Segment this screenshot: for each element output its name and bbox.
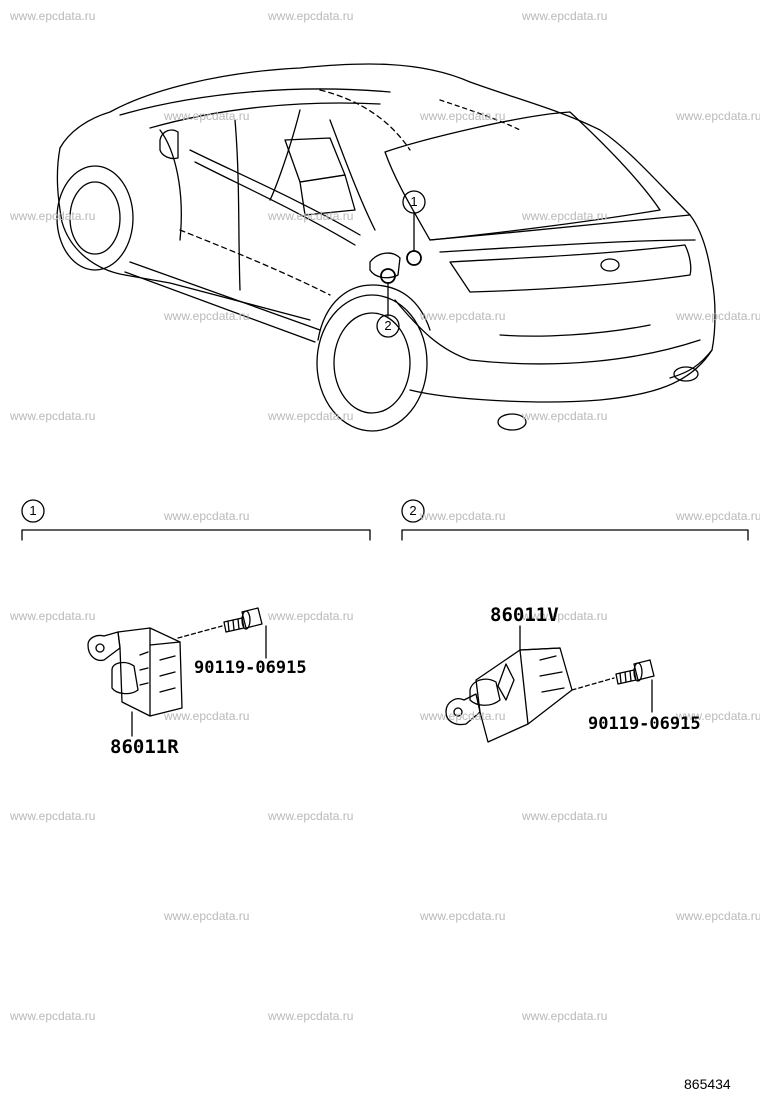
watermark-text: www.epcdata.ru xyxy=(268,1009,354,1023)
section-2-frame xyxy=(401,499,749,541)
watermark-text: www.epcdata.ru xyxy=(522,1009,608,1023)
watermark-text: www.epcdata.ru xyxy=(10,609,96,623)
watermark-text: www.epcdata.ru xyxy=(522,9,608,23)
watermark-text: www.epcdata.ru xyxy=(10,9,96,23)
watermark-text: www.epcdata.ru xyxy=(420,709,506,723)
part-number-86011v[interactable]: 86011V xyxy=(490,604,559,626)
watermark-text: www.epcdata.ru xyxy=(522,609,608,623)
watermark-text: www.epcdata.ru xyxy=(676,109,760,123)
bolt-90119-06915-a xyxy=(223,607,263,633)
part-number-bolt-a[interactable]: 90119-06915 xyxy=(194,658,307,678)
sensor-86011v-drawing xyxy=(445,647,615,743)
section-1-frame xyxy=(21,499,371,541)
watermark-text: www.epcdata.ru xyxy=(268,9,354,23)
watermark-text: www.epcdata.ru xyxy=(164,109,250,123)
watermark-text: www.epcdata.ru xyxy=(522,809,608,823)
watermark-text: www.epcdata.ru xyxy=(522,209,608,223)
watermark-text: www.epcdata.ru xyxy=(676,509,760,523)
watermark-text: www.epcdata.ru xyxy=(164,709,250,723)
bolt-90119-06915-b xyxy=(615,659,655,685)
figure-number: 865434 xyxy=(684,1076,731,1092)
watermark-text: www.epcdata.ru xyxy=(164,909,250,923)
watermark-text: www.epcdata.ru xyxy=(676,909,760,923)
watermark-text: www.epcdata.ru xyxy=(10,809,96,823)
section-1-label: 1 xyxy=(29,503,37,518)
part-number-86011r[interactable]: 86011R xyxy=(110,736,179,758)
watermark-text: www.epcdata.ru xyxy=(268,609,354,623)
watermark-text: www.epcdata.ru xyxy=(164,309,250,323)
callout-1-car: 1 xyxy=(410,194,418,209)
section-2-label: 2 xyxy=(409,503,417,518)
watermark-text: www.epcdata.ru xyxy=(676,309,760,323)
watermark-text: www.epcdata.ru xyxy=(420,509,506,523)
watermark-text: www.epcdata.ru xyxy=(268,209,354,223)
watermark-text: www.epcdata.ru xyxy=(420,909,506,923)
callout-2-car: 2 xyxy=(384,318,392,333)
watermark-text: www.epcdata.ru xyxy=(676,709,760,723)
watermark-text: www.epcdata.ru xyxy=(10,1009,96,1023)
sensor-86011r-drawing xyxy=(87,625,223,717)
watermark-text: www.epcdata.ru xyxy=(164,509,250,523)
watermark-text: www.epcdata.ru xyxy=(10,409,96,423)
watermark-text: www.epcdata.ru xyxy=(420,109,506,123)
watermark-text: www.epcdata.ru xyxy=(10,209,96,223)
watermark-text: www.epcdata.ru xyxy=(420,309,506,323)
part-number-bolt-b[interactable]: 90119-06915 xyxy=(588,714,701,734)
watermark-text: www.epcdata.ru xyxy=(522,409,608,423)
vehicle-illustration xyxy=(56,63,716,432)
watermark-text: www.epcdata.ru xyxy=(268,409,354,423)
watermark-text: www.epcdata.ru xyxy=(268,809,354,823)
